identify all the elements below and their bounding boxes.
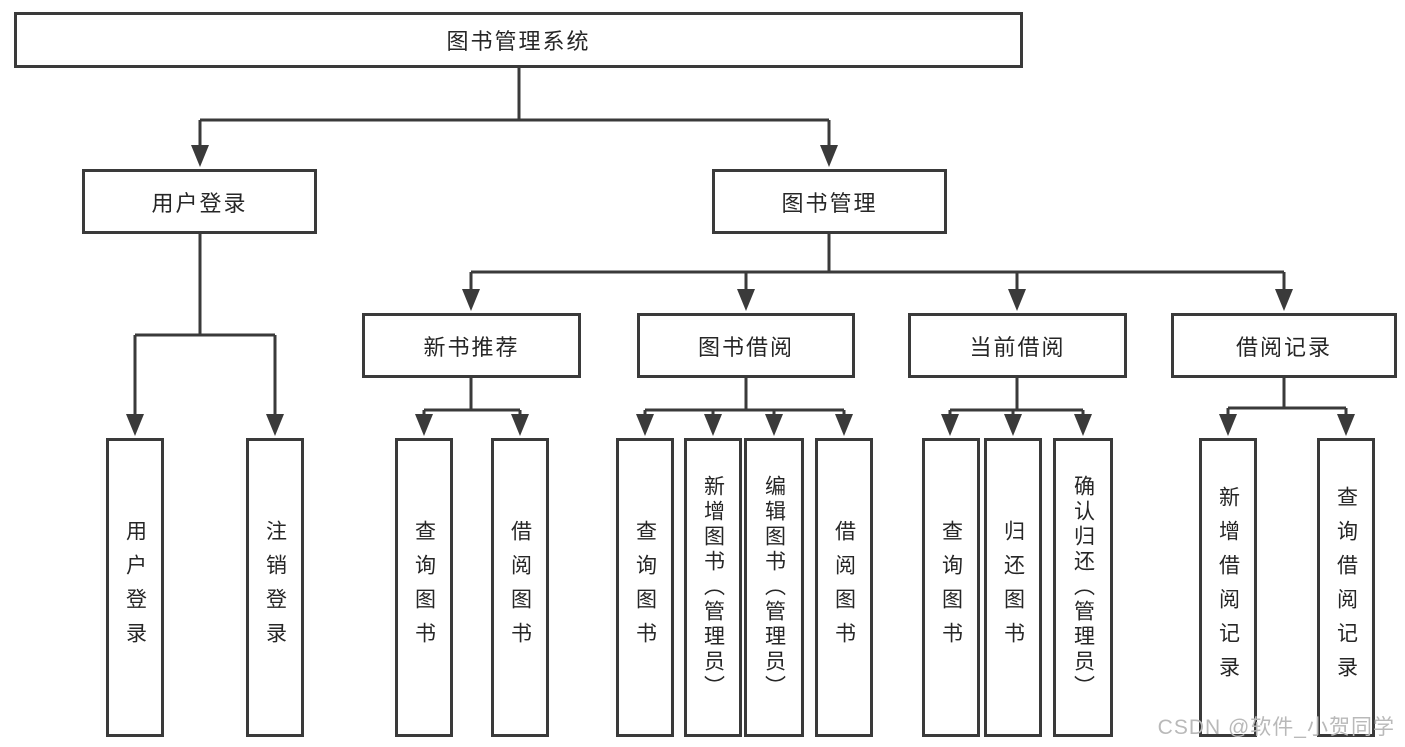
leaf-label: 查询图书 xyxy=(633,519,657,656)
node-leaf-borrow-book-2: 借阅图书 xyxy=(815,438,873,737)
leaf-label: 新增图书（管理员） xyxy=(701,475,725,700)
node-leaf-add-book-admin: 新增图书（管理员） xyxy=(684,438,742,737)
node-book-borrow: 图书借阅 xyxy=(637,313,855,378)
node-book-management: 图书管理 xyxy=(712,169,947,234)
leaf-label: 查询图书 xyxy=(939,519,963,656)
node-leaf-query-book-1: 查询图书 xyxy=(395,438,453,737)
node-leaf-query-book-3: 查询图书 xyxy=(922,438,980,737)
node-leaf-query-book-2: 查询图书 xyxy=(616,438,674,737)
leaf-label: 新增借阅记录 xyxy=(1216,485,1240,690)
node-leaf-edit-book-admin: 编辑图书（管理员） xyxy=(744,438,804,737)
leaf-label: 借阅图书 xyxy=(508,519,532,656)
node-leaf-query-borrow-record: 查询借阅记录 xyxy=(1317,438,1375,737)
node-leaf-borrow-book-1: 借阅图书 xyxy=(491,438,549,737)
leaf-label: 用户登录 xyxy=(123,519,147,656)
node-current-borrow: 当前借阅 xyxy=(908,313,1127,378)
node-root: 图书管理系统 xyxy=(14,12,1023,68)
node-book-management-label: 图书管理 xyxy=(781,190,878,216)
node-borrow-record-label: 借阅记录 xyxy=(1235,334,1332,360)
node-user-login-label: 用户登录 xyxy=(151,190,248,216)
node-root-label: 图书管理系统 xyxy=(446,29,591,54)
node-user-login: 用户登录 xyxy=(82,169,317,234)
node-leaf-add-borrow-record: 新增借阅记录 xyxy=(1199,438,1257,737)
node-borrow-record: 借阅记录 xyxy=(1171,313,1397,378)
leaf-label: 注销登录 xyxy=(263,519,287,656)
node-leaf-return-book: 归还图书 xyxy=(984,438,1042,737)
leaf-label: 查询图书 xyxy=(412,519,436,656)
node-current-borrow-label: 当前借阅 xyxy=(969,334,1066,360)
node-leaf-user-login: 用户登录 xyxy=(106,438,164,737)
leaf-label: 查询借阅记录 xyxy=(1334,485,1358,690)
node-new-book-recommend-label: 新书推荐 xyxy=(423,334,520,360)
leaf-label: 确认归还（管理员） xyxy=(1071,475,1095,700)
node-new-book-recommend: 新书推荐 xyxy=(362,313,581,378)
leaf-label: 编辑图书（管理员） xyxy=(762,475,786,700)
node-leaf-confirm-return-admin: 确认归还（管理员） xyxy=(1053,438,1113,737)
leaf-label: 归还图书 xyxy=(1001,519,1025,656)
csdn-watermark: CSDN @软件_小贺同学 xyxy=(1157,716,1395,739)
node-leaf-logout: 注销登录 xyxy=(246,438,304,737)
node-book-borrow-label: 图书借阅 xyxy=(697,334,794,360)
leaf-label: 借阅图书 xyxy=(832,519,856,656)
